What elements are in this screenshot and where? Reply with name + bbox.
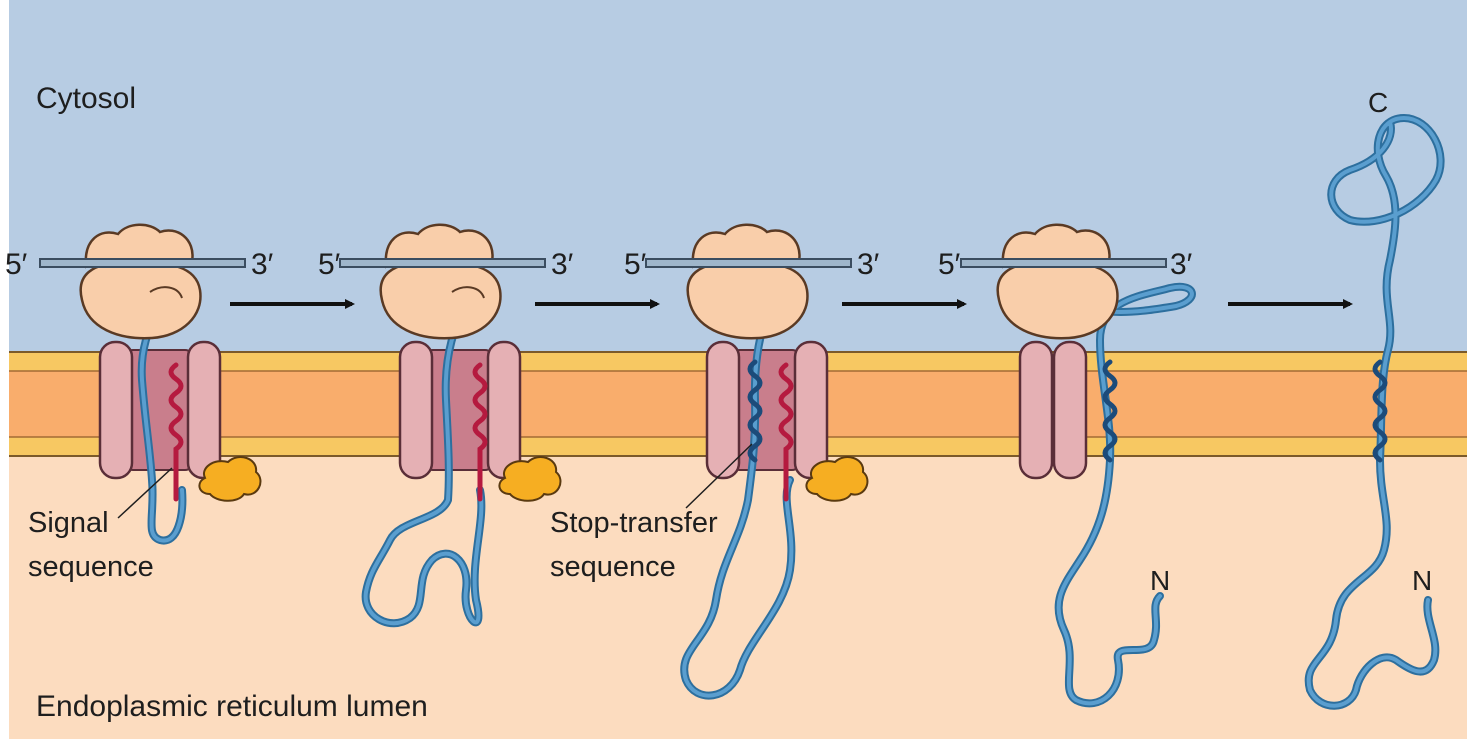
mrna-strand xyxy=(646,259,851,267)
stop-transfer-label-line1: Stop-transfer xyxy=(550,507,718,539)
cytosol-label: Cytosol xyxy=(36,82,136,115)
mrna-strand xyxy=(961,259,1166,267)
ribosome-icon xyxy=(998,225,1118,338)
three-prime-label: 3′ xyxy=(251,248,274,281)
five-prime-label: 5′ xyxy=(624,248,647,281)
five-prime-label: 5′ xyxy=(938,248,961,281)
n-terminus-label: N xyxy=(1412,565,1432,596)
three-prime-label: 3′ xyxy=(857,248,880,281)
three-prime-label: 3′ xyxy=(551,248,574,281)
three-prime-label: 3′ xyxy=(1170,248,1193,281)
translocon-icon xyxy=(1020,342,1086,478)
five-prime-label: 5′ xyxy=(5,248,28,281)
translocon-icon xyxy=(100,342,220,478)
signal-sequence-label-line2: sequence xyxy=(28,551,154,583)
stop-transfer-label-line2: sequence xyxy=(550,551,676,583)
five-prime-label: 5′ xyxy=(318,248,341,281)
translocon-icon xyxy=(400,342,520,478)
n-terminus-label: N xyxy=(1150,565,1170,596)
ribosome-icon xyxy=(381,225,501,338)
ribosome-icon xyxy=(688,225,808,338)
lumen-label: Endoplasmic reticulum lumen xyxy=(36,690,428,723)
mrna-strand xyxy=(40,259,245,267)
translocon-icon xyxy=(707,342,827,478)
mrna-strand xyxy=(340,259,545,267)
ribosome-icon xyxy=(81,225,201,338)
signal-sequence-label-line1: Signal xyxy=(28,507,109,539)
c-terminus-label: C xyxy=(1368,87,1388,118)
